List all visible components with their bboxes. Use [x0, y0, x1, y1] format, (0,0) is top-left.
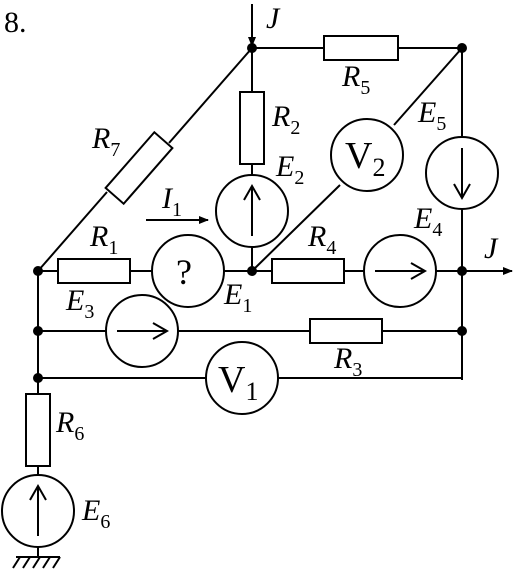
- label-v2: V2: [345, 135, 385, 182]
- junction-dots: [33, 43, 467, 383]
- label-r3: R3: [333, 342, 362, 381]
- resistor-r1: [57, 258, 131, 284]
- unknown-meter-symbol: ?: [176, 252, 192, 292]
- emf-e6-arrow-icon: [29, 483, 47, 536]
- problem-number: 8.: [4, 6, 27, 39]
- voltmeter-v2-circle: [330, 118, 404, 192]
- label-e4: E4: [413, 202, 442, 241]
- label-r4: R4: [307, 220, 336, 259]
- label-e5: E5: [417, 96, 446, 135]
- resistor-r4: [271, 258, 345, 284]
- voltmeter-v1-circle: [205, 341, 279, 415]
- label-e1: E1: [223, 278, 252, 317]
- emf-e3-arrow-icon: [117, 322, 170, 340]
- resistor-r3: [309, 318, 383, 344]
- resistor-r2: [239, 91, 265, 165]
- current-source-label-in: J: [266, 2, 281, 35]
- label-e3: E3: [65, 284, 94, 323]
- label-e6: E6: [81, 494, 110, 533]
- label-v1: V1: [218, 359, 258, 406]
- emf-e4-arrow-icon: [375, 262, 428, 280]
- resistor-r5: [323, 35, 399, 61]
- label-i1: I1: [161, 182, 182, 221]
- current-source-label-out: J: [484, 232, 499, 265]
- label-r1: R1: [89, 220, 118, 259]
- label-e2: E2: [275, 150, 304, 189]
- emf-e5-arrow-icon: [453, 148, 471, 201]
- label-r7: R7: [91, 122, 120, 161]
- label-r6: R6: [55, 406, 84, 445]
- emf-e2-arrow-icon: [243, 183, 261, 236]
- emf-e1-unknown-meter: [151, 234, 225, 308]
- resistor-r6: [25, 393, 51, 467]
- label-r5: R5: [341, 60, 370, 99]
- label-r2: R2: [271, 100, 300, 139]
- resistor-r7: [104, 130, 174, 206]
